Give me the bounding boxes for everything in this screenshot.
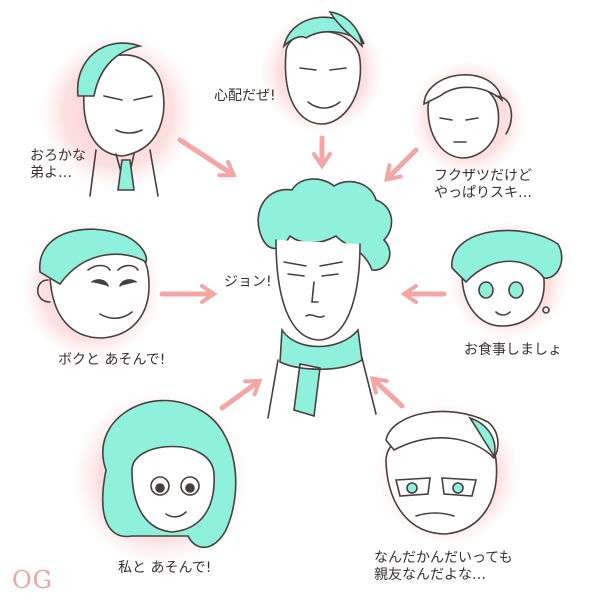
irene-eye-left [150, 476, 170, 496]
sherlock-nose [311, 281, 319, 303]
mrs-hudson-eye-left [478, 281, 494, 299]
mrs-hudson-eye-right [508, 281, 524, 299]
mrs-hudson-hair [451, 229, 563, 284]
magnussen-eye-right [452, 482, 464, 494]
moriarty-hair [39, 228, 148, 286]
irene-mouth [165, 511, 187, 518]
irene-eye-right [180, 476, 200, 496]
caption-lestrade: 心配だぜ! [214, 88, 276, 104]
sherlock-coat [267, 357, 377, 419]
sherlock-face [275, 239, 361, 341]
caption-mycroft: おろかな 弟よ… [30, 148, 86, 181]
caption-moriarty: ボクと あそんで! [58, 352, 166, 368]
lestrade-eye-right [329, 67, 347, 71]
molly-ponytail [495, 95, 513, 135]
mycroft-eye-left [103, 95, 123, 101]
irene-face [131, 445, 215, 533]
moriarty-ear [36, 279, 51, 303]
molly-eye-right [465, 117, 479, 121]
lestrade-mouth [307, 101, 341, 109]
sherlock-eye-left [287, 273, 305, 277]
sherlock-figure [257, 178, 393, 419]
mycroft-figure [76, 42, 165, 197]
mrs-hudson-figure [451, 229, 563, 327]
magnussen-figure [385, 410, 499, 535]
moriarty-mouth [99, 311, 133, 320]
moriarty-eye-right [119, 279, 137, 287]
arrow-from-magnussen [369, 376, 405, 409]
mycroft-tie [117, 159, 135, 191]
artist-signature: OG [12, 566, 53, 594]
caption-molly: フクザツだけど やっぱりスキ… [434, 168, 532, 201]
lestrade-eye-left [299, 67, 317, 71]
caption-mrs-hudson: お食事しましょ [464, 342, 562, 358]
irene-eye-right-pupil [185, 483, 195, 493]
magnussen-hair [385, 410, 499, 460]
moriarty-brow-right [117, 264, 139, 271]
mycroft-hair [76, 42, 144, 97]
mycroft-eye-right [133, 95, 153, 101]
lestrade-figure [282, 10, 365, 125]
molly-hair [423, 74, 504, 106]
moriarty-eye-left [91, 279, 109, 287]
arrow-from-molly [384, 147, 419, 182]
sherlock-mouth [305, 314, 325, 318]
mycroft-mouth [115, 129, 143, 134]
moriarty-figure [36, 228, 150, 339]
molly-figure [423, 74, 513, 159]
molly-eye-left [439, 117, 453, 121]
arrow-from-mycroft [177, 137, 237, 178]
irene-eye-left-pupil [155, 483, 165, 493]
caption-irene: 私と あそんで! [118, 560, 212, 576]
magnussen-glasses-left [394, 477, 431, 497]
magnussen-eye-left [406, 482, 418, 494]
magnussen-glasses-right [441, 477, 478, 497]
sherlock-eye-right [321, 273, 339, 277]
caption-magnussen: なんだかんだいっても 親友なんだよな… [374, 550, 513, 583]
sherlock-scarf [279, 327, 363, 418]
center-label: ジョン! [224, 274, 272, 290]
sherlock-brow-right [319, 261, 343, 267]
lestrade-hair-streak [328, 10, 364, 49]
mrs-hudson-mouth [495, 311, 511, 316]
irene-figure [101, 399, 237, 549]
arrows [159, 135, 447, 411]
arrow-from-irene [219, 378, 263, 411]
magnussen-hair-tint [468, 416, 496, 458]
mrs-hudson-earring [542, 306, 550, 314]
magnussen-mouth [415, 512, 455, 517]
moriarty-brow-left [87, 264, 111, 271]
sherlock-brow-left [283, 261, 307, 267]
